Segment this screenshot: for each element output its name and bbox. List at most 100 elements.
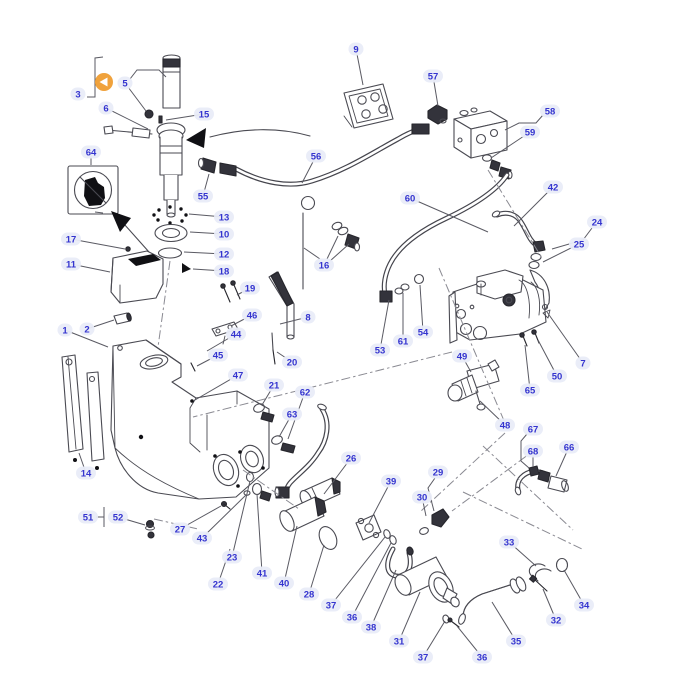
part-label-59-7[interactable]: 59 (525, 127, 536, 138)
part-label-22-57[interactable]: 22 (213, 579, 224, 590)
part-label-bg-60-11 (400, 191, 420, 205)
part-label-26-46[interactable]: 26 (346, 453, 357, 464)
part-label-36-61[interactable]: 36 (347, 612, 358, 623)
part-label-1-25[interactable]: 1 (62, 325, 68, 336)
part-label-11-19[interactable]: 11 (66, 259, 77, 270)
part-label-57-5[interactable]: 57 (428, 71, 439, 82)
part-label-42-12[interactable]: 42 (548, 182, 559, 193)
tank-port-front (212, 453, 240, 487)
leader-16 (303, 247, 321, 260)
part-label-25-14[interactable]: 25 (574, 239, 585, 250)
part-label-21-31[interactable]: 21 (269, 380, 280, 391)
hose-66 (514, 465, 569, 496)
part-label-64-8[interactable]: 64 (86, 147, 97, 158)
part-label-44-27[interactable]: 44 (231, 329, 242, 340)
part-label-34-63[interactable]: 34 (579, 600, 590, 611)
part-label-49-37[interactable]: 49 (457, 351, 468, 362)
leader-40 (283, 525, 298, 584)
leader-3 (87, 56, 104, 98)
part-label-56-10[interactable]: 56 (311, 151, 322, 162)
part-label-38-62[interactable]: 38 (366, 622, 377, 633)
part-label-5-1[interactable]: 5 (122, 78, 128, 89)
centerline-8 (462, 491, 583, 550)
part-label-47-29[interactable]: 47 (233, 370, 244, 381)
part-label-58-6[interactable]: 58 (545, 106, 556, 117)
part-label-10-16[interactable]: 10 (219, 229, 230, 240)
part-label-68-43[interactable]: 68 (528, 446, 539, 457)
bolts-19 (220, 280, 241, 303)
part-label-20-30[interactable]: 20 (287, 357, 298, 368)
elbow-fitting-57 (427, 104, 448, 125)
part-label-37-67[interactable]: 37 (418, 652, 429, 663)
plugs-21-62-63 (253, 403, 296, 454)
part-label-bg-44-27 (226, 327, 246, 341)
part-label-37-60[interactable]: 37 (326, 600, 337, 611)
part-label-19-22[interactable]: 19 (245, 283, 256, 294)
part-label-bg-48-41 (495, 418, 515, 432)
part-label-24-13[interactable]: 24 (592, 217, 603, 228)
part-label-36-68[interactable]: 36 (477, 652, 488, 663)
part-label-bg-16-21 (314, 258, 334, 272)
part-label-46-23[interactable]: 46 (247, 310, 258, 321)
hose-elbow-53 (379, 290, 393, 303)
part-label-9-4[interactable]: 9 (353, 44, 358, 55)
centerlines (153, 169, 583, 550)
part-label-bg-32-64 (546, 613, 566, 627)
part-label-50-39[interactable]: 50 (552, 371, 563, 382)
part-label-32-64[interactable]: 32 (551, 615, 562, 626)
part-label-23-55[interactable]: 23 (227, 552, 238, 563)
part-label-17-17[interactable]: 17 (66, 234, 77, 245)
part-label-27-52[interactable]: 27 (175, 524, 186, 535)
solenoid-valve-49 (447, 359, 500, 411)
part-label-39-48[interactable]: 39 (386, 476, 397, 487)
centerline-2 (438, 267, 506, 424)
part-label-45-28[interactable]: 45 (213, 350, 224, 361)
part-label-52-51[interactable]: 52 (113, 512, 124, 523)
part-label-30-49[interactable]: 30 (417, 492, 428, 503)
part-label-35-66[interactable]: 35 (511, 636, 522, 647)
part-label-28-59[interactable]: 28 (304, 589, 315, 600)
part-label-12-18[interactable]: 12 (219, 249, 230, 260)
part-label-18-20[interactable]: 18 (219, 266, 230, 277)
part-label-62-32[interactable]: 62 (300, 387, 311, 398)
part-label-7-38[interactable]: 7 (580, 358, 585, 369)
part-label-2-26[interactable]: 2 (84, 324, 89, 335)
part-label-60-11[interactable]: 60 (405, 193, 416, 204)
filter-group (279, 477, 397, 550)
part-label-bg-63-33 (282, 407, 302, 421)
part-label-6-2[interactable]: 6 (103, 103, 108, 114)
part-label-14-45[interactable]: 14 (81, 468, 92, 479)
part-label-31-65[interactable]: 31 (394, 636, 405, 647)
part-label-bg-55-9 (193, 189, 213, 203)
part-label-43-53[interactable]: 43 (197, 533, 208, 544)
part-label-13-15[interactable]: 13 (219, 212, 230, 223)
part-label-8-24[interactable]: 8 (305, 312, 310, 323)
part-label-65-40[interactable]: 65 (525, 385, 536, 396)
part-label-bg-31-65 (389, 634, 409, 648)
part-label-41-56[interactable]: 41 (257, 568, 268, 579)
part-label-54-36[interactable]: 54 (418, 327, 429, 338)
part-label-bg-20-30 (282, 355, 302, 369)
part-label-63-33[interactable]: 63 (287, 409, 298, 420)
part-label-bg-6-2 (98, 101, 114, 115)
part-label-29-47[interactable]: 29 (433, 467, 444, 478)
part-label-61-35[interactable]: 61 (398, 336, 409, 347)
part-label-15-3[interactable]: 15 (199, 109, 210, 120)
part-label-67-42[interactable]: 67 (528, 424, 539, 435)
part-label-16-21[interactable]: 16 (319, 260, 330, 271)
part-label-3-0[interactable]: 3 (75, 89, 80, 100)
part-label-bg-33-54 (499, 535, 519, 549)
part-label-51-50[interactable]: 51 (83, 512, 94, 523)
leader-5 (129, 69, 167, 80)
o-ring-54 (413, 273, 425, 285)
part-label-bg-53-34 (370, 343, 390, 357)
part-label-33-54[interactable]: 33 (504, 537, 515, 548)
part-label-48-41[interactable]: 48 (500, 420, 511, 431)
plug-62 (280, 442, 296, 454)
part-label-53-34[interactable]: 53 (375, 345, 386, 356)
part-label-66-44[interactable]: 66 (564, 442, 575, 453)
part-label-55-9[interactable]: 55 (198, 191, 209, 202)
part-label-bg-24-13 (587, 215, 607, 229)
part-label-bg-15-3 (194, 107, 214, 121)
part-label-40-58[interactable]: 40 (279, 578, 290, 589)
